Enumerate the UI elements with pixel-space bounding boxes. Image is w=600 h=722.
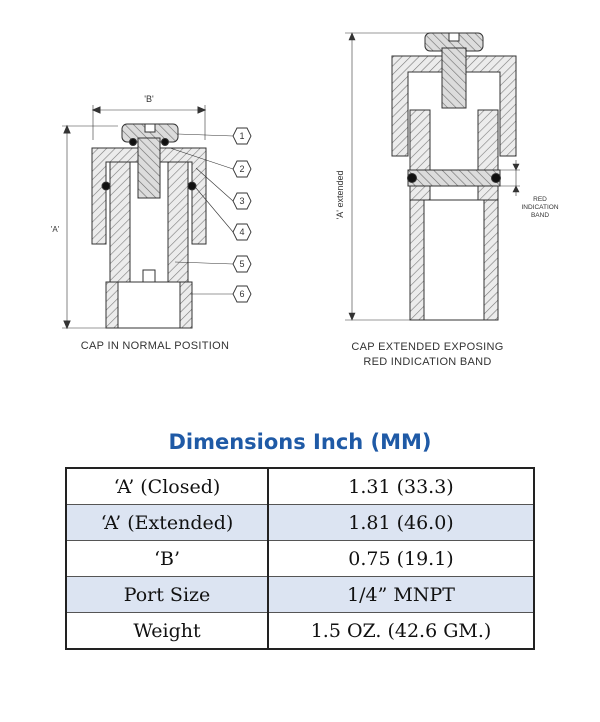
row-value: 1.5 OZ. (42.6 GM.) xyxy=(310,619,492,642)
lower-tube-wall-left xyxy=(105,281,119,329)
caption-extended-line-2: RED INDICATION BAND xyxy=(363,356,492,368)
ext-o-ring-left xyxy=(407,173,417,183)
row-value: 1.81 (46.0) xyxy=(268,504,534,541)
callout-2: 2 xyxy=(239,164,244,174)
cap-slot xyxy=(144,123,156,133)
row-value: 1.31 (33.3) xyxy=(268,468,534,505)
table-row: ‘A’ (Closed)1.31 (33.3) xyxy=(66,468,534,505)
ext-tube-wall-right xyxy=(483,199,499,321)
red-band-label-3: BAND xyxy=(531,212,549,219)
ext-cap-skirt xyxy=(391,55,517,157)
ext-cap-slot xyxy=(448,32,460,42)
dimensions-table: ‘A’ (Closed)1.31 (33.3)‘A’ (Extended)1.8… xyxy=(65,467,535,650)
callout-3: 3 xyxy=(239,196,244,206)
callout-leaders xyxy=(169,133,234,295)
valve-stem xyxy=(137,137,161,199)
red-band-label-1: RED xyxy=(533,196,547,203)
dimension-a xyxy=(62,124,118,330)
lower-tube-wall-right xyxy=(179,281,193,329)
dimension-b xyxy=(91,105,207,140)
row-label: ‘A’ (Extended) xyxy=(66,504,269,541)
left-valve-view: 'B' 'A' xyxy=(51,94,252,330)
row-label: Weight xyxy=(66,612,269,649)
ext-tube-wall-left xyxy=(409,199,425,321)
o-ring-mid-left xyxy=(101,181,111,191)
o-ring-mid-right xyxy=(187,181,197,191)
cap-skirt xyxy=(91,147,207,245)
table-row: ‘B’0.75 (19.1) xyxy=(66,540,534,577)
table-row: ‘A’ (Extended)1.81 (46.0) xyxy=(66,504,534,541)
valve-cross-section-drawing: 'B' 'A' xyxy=(51,32,559,330)
lower-tube xyxy=(105,281,193,329)
caption-extended-line-1: CAP EXTENDED EXPOSING xyxy=(351,341,504,353)
callout-markers xyxy=(232,127,252,303)
row-value: 0.75 (19.1) xyxy=(268,540,534,577)
row-label: ‘A’ (Closed) xyxy=(66,468,269,505)
dimension-b-label: 'B' xyxy=(144,94,154,104)
o-ring-top-right xyxy=(161,138,169,146)
callout-1: 1 xyxy=(239,131,244,141)
ext-valve-stem xyxy=(441,47,467,109)
callout-5: 5 xyxy=(239,259,244,269)
o-ring-top-left xyxy=(129,138,137,146)
red-indication-band xyxy=(407,169,501,187)
caption-normal-position: CAP IN NORMAL POSITION xyxy=(80,340,230,352)
red-band-indicator xyxy=(500,160,520,196)
callout-6: 6 xyxy=(239,289,244,299)
table-row: Weight 1.5 OZ. (42.6 GM.) xyxy=(66,612,534,649)
dimension-a-extended xyxy=(345,32,430,321)
bottom-notch xyxy=(142,269,156,283)
dimensions-table-title: Dimensions Inch (MM) xyxy=(168,430,432,454)
red-band-label-2: INDICATION xyxy=(521,204,558,211)
row-label: ‘B’ xyxy=(66,540,269,577)
row-value: 1/4” MNPT xyxy=(268,576,534,613)
right-valve-view: 'A' extended RED INDICATION BAND xyxy=(335,32,559,321)
ext-o-ring-right xyxy=(491,173,501,183)
dimension-a-extended-label: 'A' extended xyxy=(335,171,345,220)
caption-extended: CAP EXTENDED EXPOSING RED INDICATION BAN… xyxy=(320,340,535,370)
row-label: Port Size xyxy=(66,576,269,613)
dimension-a-label: 'A' xyxy=(51,225,60,234)
callout-4: 4 xyxy=(239,227,244,237)
